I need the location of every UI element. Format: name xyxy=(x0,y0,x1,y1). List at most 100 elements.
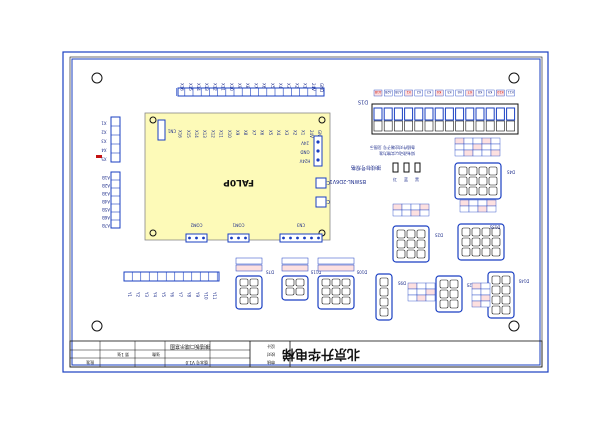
d1s-pin-top xyxy=(414,107,424,121)
title-cell-2: 审核 xyxy=(267,360,275,366)
right-pin-2 xyxy=(316,158,320,162)
d1s-tag-13: K11 xyxy=(508,90,514,94)
tags-d14s xyxy=(480,282,491,290)
small-conn-pin xyxy=(295,287,305,296)
d1s-pin-top xyxy=(444,107,454,121)
bottom-conn-label-0: COM2 xyxy=(190,222,202,227)
d1s-pin-bot xyxy=(445,120,454,132)
small-conn-pin xyxy=(331,287,341,296)
block-d2s-pin xyxy=(396,229,406,239)
d1s-pin-bot xyxy=(434,120,444,132)
block-d2s-pin xyxy=(406,229,416,239)
bottom-strip-label-9: Y10 xyxy=(204,291,209,300)
small-conn-tag xyxy=(235,257,263,265)
block-d14s-pin xyxy=(501,305,511,315)
bottom-strip-label-10: Y11 xyxy=(212,291,217,300)
d1s-tag-2: A3B xyxy=(395,90,401,94)
board-inner-label-16: X15 xyxy=(186,130,191,138)
tags-d13s xyxy=(486,199,497,207)
d1s-pin-bot xyxy=(455,120,464,132)
small-conn-label-0: D7S xyxy=(265,269,274,274)
block-d12s-pin xyxy=(449,289,459,299)
d1s-pin-top xyxy=(373,107,383,121)
mount-hole-br xyxy=(508,320,520,332)
left-board-conn xyxy=(157,119,166,141)
board-inner-label-5: X4 xyxy=(276,130,281,136)
block-d12s-label: D12S xyxy=(466,282,477,287)
bottom-strip-label-5: Y6 xyxy=(170,291,175,297)
right-pin-label-1: GND xyxy=(300,149,309,154)
board-inner-label-1: 24V xyxy=(309,130,314,138)
tags-d2s xyxy=(410,209,421,217)
mount-hole-tl xyxy=(91,72,103,84)
board-inner-label-14: X13 xyxy=(202,130,207,138)
d1s-pin-top xyxy=(424,107,434,121)
block-d2s-pin xyxy=(416,229,426,239)
block-d4s-pin xyxy=(458,186,468,196)
top-pin-label-15: X14 xyxy=(196,83,201,91)
block-d7s-r-pin xyxy=(471,247,481,257)
tags-d14s xyxy=(471,300,482,308)
small-conn-pin xyxy=(295,278,305,287)
block-d7s-r-pin xyxy=(491,237,501,247)
top-pin-label-16: X15 xyxy=(188,83,193,91)
block-d4s-pin xyxy=(478,166,488,176)
d1s-tag-5: K3 xyxy=(427,90,431,94)
spec-line-2: 如有改动以实物为准 xyxy=(379,151,415,157)
main-board-top-pins: GND24VX1X2X3X4X5X6X7X8X9X10X11X12X13X14X… xyxy=(176,83,325,139)
left-top-label-1: X2 xyxy=(101,129,107,134)
d1s-tag-box xyxy=(506,89,515,97)
left-top-label-3: X4 xyxy=(101,147,107,152)
d1s-tag-box xyxy=(394,89,403,97)
d1s-pin-top xyxy=(434,107,444,121)
block-d7s-r-pin xyxy=(471,237,481,247)
bottom-conn-pin xyxy=(282,236,285,240)
d1s-pin-bot xyxy=(506,120,515,132)
tags-d4s xyxy=(463,137,474,145)
top-pin-label-0: GND xyxy=(319,83,324,92)
top-pin-label-5: X4 xyxy=(278,83,283,89)
block-d4s-pin xyxy=(458,166,468,176)
block-d14s-pin xyxy=(491,305,501,315)
small-conn-pin xyxy=(331,278,341,287)
tags-d4s xyxy=(472,149,483,157)
tags-d12s xyxy=(416,294,427,302)
board-inner-label-15: X14 xyxy=(194,130,199,138)
right-pin-label-0: 24V xyxy=(301,140,309,145)
right-pin-label-2: H24V xyxy=(299,158,310,163)
block-d4s-pin xyxy=(458,176,468,186)
small-conn-pin xyxy=(239,278,249,287)
board-inner-label-2: X1 xyxy=(301,130,306,136)
d1s-pin-top xyxy=(465,107,475,121)
tags-d4s xyxy=(472,137,483,145)
tags-d4s xyxy=(454,137,465,145)
block-d7s-r-pin xyxy=(461,247,471,257)
tags-d13s xyxy=(459,199,470,207)
bottom-conn-pin xyxy=(230,236,233,240)
tags-d13s xyxy=(468,199,479,207)
main-board xyxy=(144,112,331,241)
d1s-tag-8: K6 xyxy=(458,90,462,94)
tags-d12s xyxy=(416,288,427,296)
board-inner-label-9: X8 xyxy=(243,130,248,136)
top-pin-label-11: X10 xyxy=(229,83,234,91)
d1s-tag-box xyxy=(486,89,495,97)
tags-d4s xyxy=(472,143,483,151)
bottom-strip-label-0: Y1 xyxy=(127,291,132,297)
tags-d4s xyxy=(454,143,465,151)
d1s-tag-0: A1B xyxy=(375,90,381,94)
main-board-label: FAL0P xyxy=(223,177,254,187)
d1s-pin-top xyxy=(455,107,465,121)
block-d12s-pin xyxy=(449,299,459,309)
small-conn-pin xyxy=(249,296,259,305)
block-d7s-r-pin xyxy=(491,247,501,257)
top-pin-label-13: X12 xyxy=(212,83,217,91)
d1s-tag-6: K4 xyxy=(437,90,441,94)
legend-box-2 xyxy=(403,162,410,173)
block-d7s-r-pin xyxy=(471,227,481,237)
bottom-strip-label-3: Y4 xyxy=(153,291,158,297)
tags-d12s xyxy=(407,282,418,290)
left-board-conn-label: CN1 xyxy=(167,128,176,133)
tags-d12s xyxy=(407,288,418,296)
